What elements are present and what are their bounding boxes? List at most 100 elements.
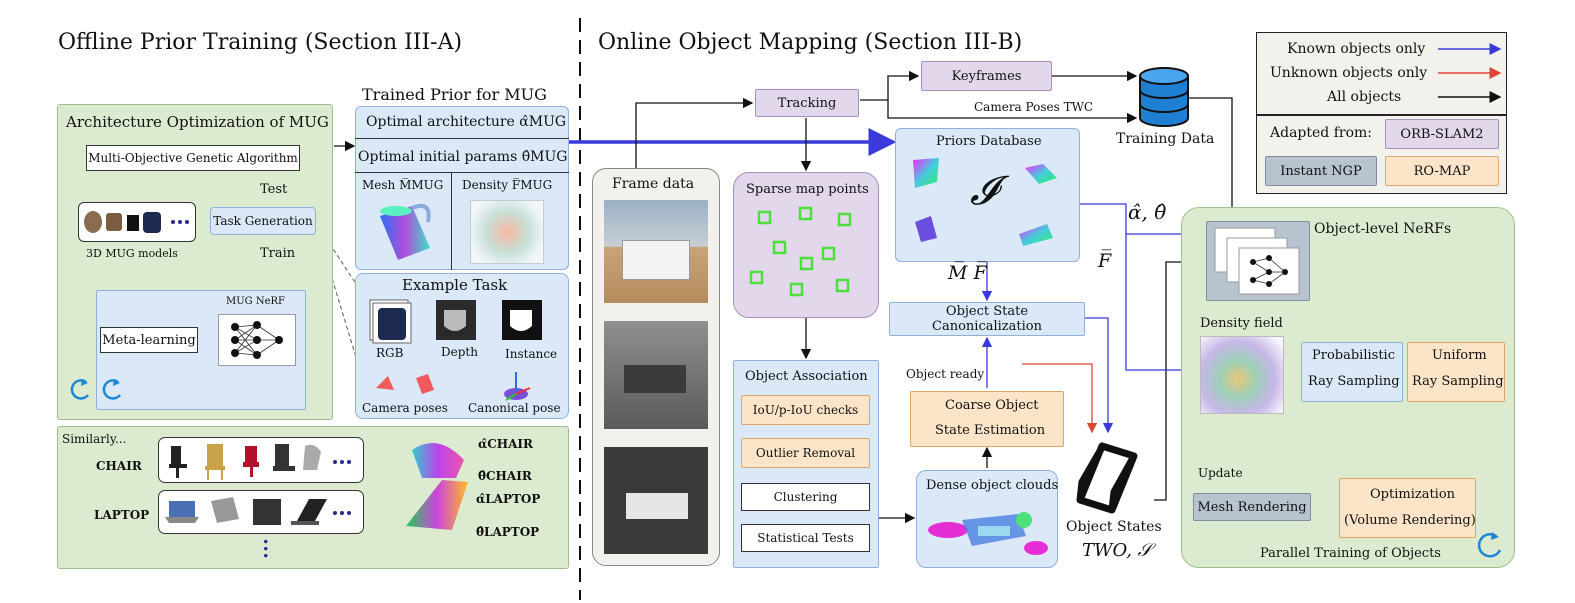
similarly-label: Similarly... (62, 432, 127, 446)
instance-label: Instance (505, 347, 558, 361)
density-volume-icon (470, 200, 544, 264)
outlier-removal-box: Outlier Removal (741, 438, 870, 468)
coarse-estimation-box: Coarse Object State Estimation (910, 391, 1064, 447)
test-label: Test (260, 182, 288, 197)
probabilistic-line-2: Ray Sampling (1308, 374, 1400, 389)
map-points-icon (749, 206, 852, 297)
vertical-ellipsis: ••• (258, 538, 272, 560)
frame-data-title: Frame data (612, 176, 695, 192)
chair-label: CHAIR (96, 459, 142, 473)
optimization-line-2: (Volume Rendering) (1344, 513, 1476, 528)
prior-meshes-icon (913, 158, 1057, 246)
theta-chair-label: θ̂CHAIR (478, 469, 532, 483)
mesh-label: Mesh M̅MUG (362, 178, 444, 192)
nerf-stack-icon (1206, 221, 1310, 301)
script-i-symbol: 𝓘 (970, 168, 998, 214)
refresh-icon-right (1477, 532, 1502, 558)
chair-models-box (158, 437, 364, 483)
dense-object-clouds-title: Dense object clouds (926, 478, 1059, 493)
task-images-icon (369, 299, 542, 344)
architecture-optimization-title: Architecture Optimization of MUG (66, 113, 329, 131)
optimization-line-1: Optimization (1370, 487, 1456, 502)
sparse-map-points-title: Sparse map points (746, 182, 869, 197)
density-field-image (1200, 336, 1284, 414)
optimal-architecture-label: Optimal architecture α̂MUG (366, 114, 567, 130)
sparse-map-points-panel (733, 172, 879, 318)
meta-learning-box: Meta-learning (100, 327, 198, 353)
neural-net-icon (218, 314, 296, 366)
rgb-label: RGB (376, 346, 404, 360)
instant-ngp-swatch: Instant NGP (1265, 156, 1377, 186)
coarse-estimation-line-2: State Estimation (935, 423, 1046, 438)
clustering-box: Clustering (741, 483, 870, 511)
online-section-title: Online Object Mapping (Section III-B) (598, 30, 1023, 55)
laptop-label: LAPTOP (94, 508, 150, 522)
uniform-sampling-box: Uniform Ray Sampling (1407, 342, 1505, 402)
ro-map-swatch: RO-MAP (1385, 156, 1499, 186)
density-label: Density F̅MUG (462, 178, 553, 192)
mug-models-caption: 3D MUG models (86, 247, 178, 260)
mug-models-box (78, 202, 196, 242)
legend-known: Known objects only (1287, 41, 1426, 57)
alpha-laptop-label: α̂LAPTOP (476, 492, 541, 506)
camera-poses-label: Camera poses (362, 401, 448, 415)
iou-checks-box: IoU/p-IoU checks (741, 395, 870, 425)
tracking-box: Tracking (755, 89, 859, 117)
task-generation-box: Task Generation (210, 207, 316, 235)
mug-models-icon (84, 211, 189, 233)
theta-laptop-label: θ̂LAPTOP (476, 525, 540, 539)
mug-mesh-icon (380, 203, 431, 260)
parallel-training-label: Parallel Training of Objects (1260, 546, 1441, 561)
object-state-cube-icon (1076, 442, 1138, 514)
camera-poses-label-online: Camera Poses TWC (974, 100, 1094, 114)
orb-slam2-swatch: ORB-SLAM2 (1385, 119, 1499, 149)
coarse-estimation-line-1: Coarse Object (945, 398, 1039, 413)
laptop-models-icon (165, 497, 351, 525)
object-association-title: Object Association (745, 369, 868, 384)
example-task-title: Example Task (402, 276, 508, 294)
keyframes-box: Keyframes (921, 61, 1052, 91)
object-level-nerfs-title: Object-level NeRFs (1314, 221, 1452, 237)
legend-arrows (1438, 43, 1502, 103)
depth-label: Depth (441, 345, 478, 359)
rgb-frame-image (604, 200, 708, 303)
adapted-from-label: Adapted from: (1270, 125, 1372, 141)
example-task-panel (355, 273, 569, 419)
depth-frame-image (604, 321, 708, 429)
legend-all: All objects (1327, 89, 1402, 105)
update-label: Update (1198, 466, 1243, 480)
mesh-rendering-box: Mesh Rendering (1193, 493, 1311, 521)
object-states-symbols: TWO, 𝒮 (1082, 540, 1152, 561)
canonical-pose-label: Canonical pose (468, 401, 561, 415)
chair-laptop-mesh-icon (406, 442, 468, 530)
mug-nerf-label: MUG NeRF (226, 296, 285, 307)
database-icon (1139, 67, 1189, 127)
density-field-title: Density field (1200, 316, 1283, 331)
refresh-icon (70, 379, 121, 400)
uniform-line-2: Ray Sampling (1412, 374, 1504, 389)
offline-section-title: Offline Prior Training (Section III-A) (58, 30, 463, 55)
priors-database-title: Priors Database (936, 134, 1042, 149)
training-data-label: Training Data (1116, 131, 1215, 147)
alpha-theta-symbols: α̂, θ̂ (1128, 200, 1167, 224)
mbar-fbar-symbols: M̅ F̅ (948, 262, 987, 284)
uniform-line-1: Uniform (1432, 348, 1487, 363)
instance-frame-image (604, 447, 708, 554)
point-cloud-icon (928, 512, 1048, 555)
object-states-label: Object States (1066, 519, 1162, 535)
optimal-params-label: Optimal initial params θ̂MUG (358, 149, 568, 165)
poses-icon (376, 372, 531, 401)
probabilistic-sampling-box: Probabilistic Ray Sampling (1301, 342, 1403, 402)
alpha-chair-label: α̂CHAIR (478, 437, 534, 451)
train-label: Train (260, 246, 296, 261)
trained-prior-title: Trained Prior for MUG (362, 85, 547, 104)
object-ready-label: Object ready (906, 367, 985, 381)
legend-unknown: Unknown objects only (1270, 65, 1428, 81)
object-state-canonicalization-box: Object State Canonicalization (889, 302, 1085, 336)
moga-box: Multi-Objective Genetic Algorithm (86, 145, 300, 171)
fbar-symbol: F̅ (1098, 250, 1112, 272)
laptop-models-box (158, 490, 364, 534)
statistical-tests-box: Statistical Tests (741, 524, 870, 552)
optimization-box: Optimization (Volume Rendering) (1339, 478, 1476, 538)
chair-models-icon (169, 444, 351, 480)
